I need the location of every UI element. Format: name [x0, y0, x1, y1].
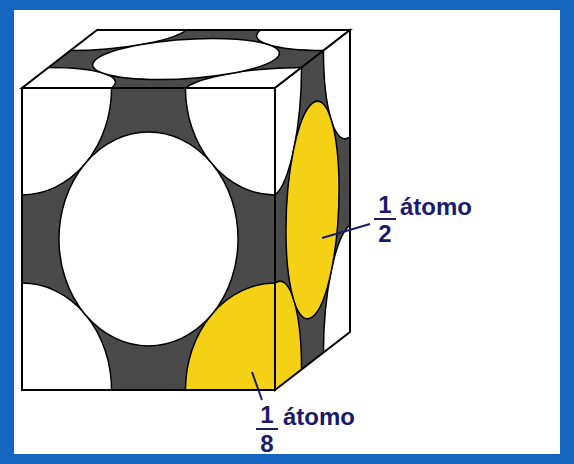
fraction-numerator: 1	[374, 192, 396, 220]
leader-line	[252, 372, 262, 400]
fraction-word: átomo	[400, 194, 472, 220]
leader-line	[322, 224, 370, 238]
fraction-denominator: 2	[374, 221, 396, 247]
fraction-word: átomo	[283, 404, 355, 430]
front-face	[0, 0, 365, 464]
fraction-numerator: 1	[256, 402, 278, 430]
fraction-denominator: 8	[256, 431, 278, 457]
